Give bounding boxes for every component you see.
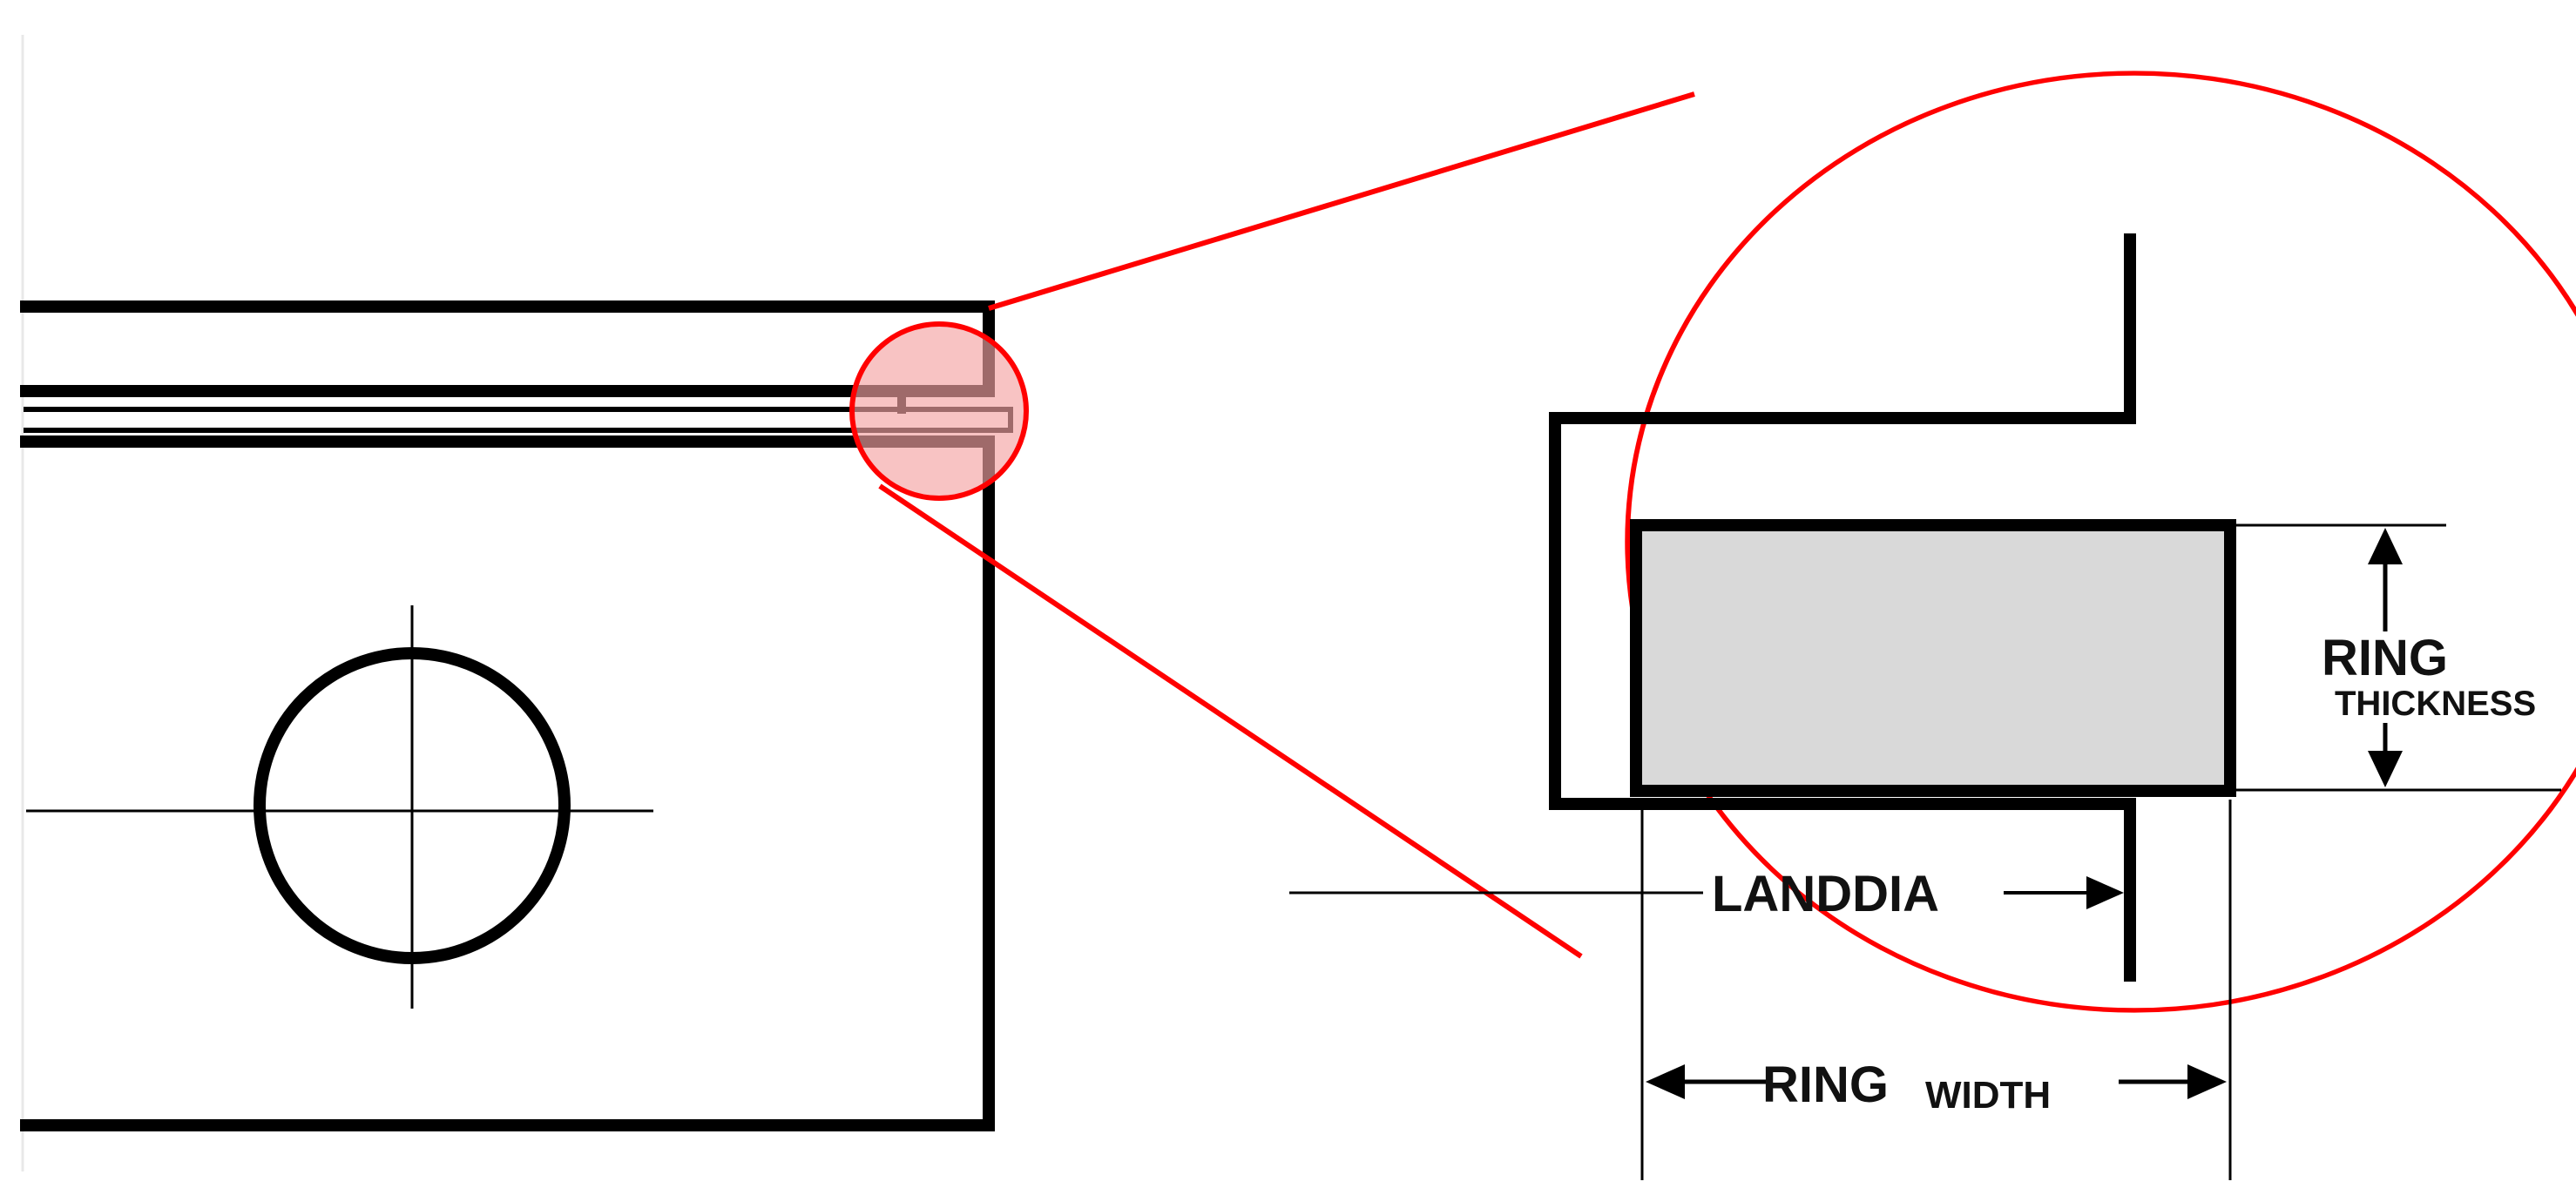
label-ring-width-sub: WIDTH [1925, 1074, 2051, 1117]
callout-line-top [988, 91, 1695, 311]
piston-side-view [20, 300, 1013, 1131]
highlight-spot [849, 321, 1029, 501]
width-arrow-right [2187, 1064, 2227, 1099]
thickness-arrow-down [2368, 751, 2403, 787]
label-ring-width-main: RING [1762, 1057, 1889, 1113]
magnify-callout [849, 71, 2576, 1013]
thickness-arrow-up [2368, 528, 2403, 564]
label-ring-thickness-sub: THICKNESS [2335, 685, 2536, 723]
width-arrow-left [1646, 1064, 1685, 1099]
arrowheads [1646, 528, 2403, 1099]
label-ring-thickness-main: RING [2322, 630, 2448, 686]
label-land-dia: LANDDIA [1712, 866, 1939, 922]
piston-ring [1630, 519, 2236, 797]
callout-line-bottom [878, 483, 1583, 959]
landdia-arrow-right [2086, 876, 2124, 909]
magnify-circle [1625, 71, 2576, 1013]
pin-hole [26, 605, 653, 1009]
dimension-lines [1289, 523, 2561, 1180]
zoomed-detail [1549, 233, 2136, 982]
